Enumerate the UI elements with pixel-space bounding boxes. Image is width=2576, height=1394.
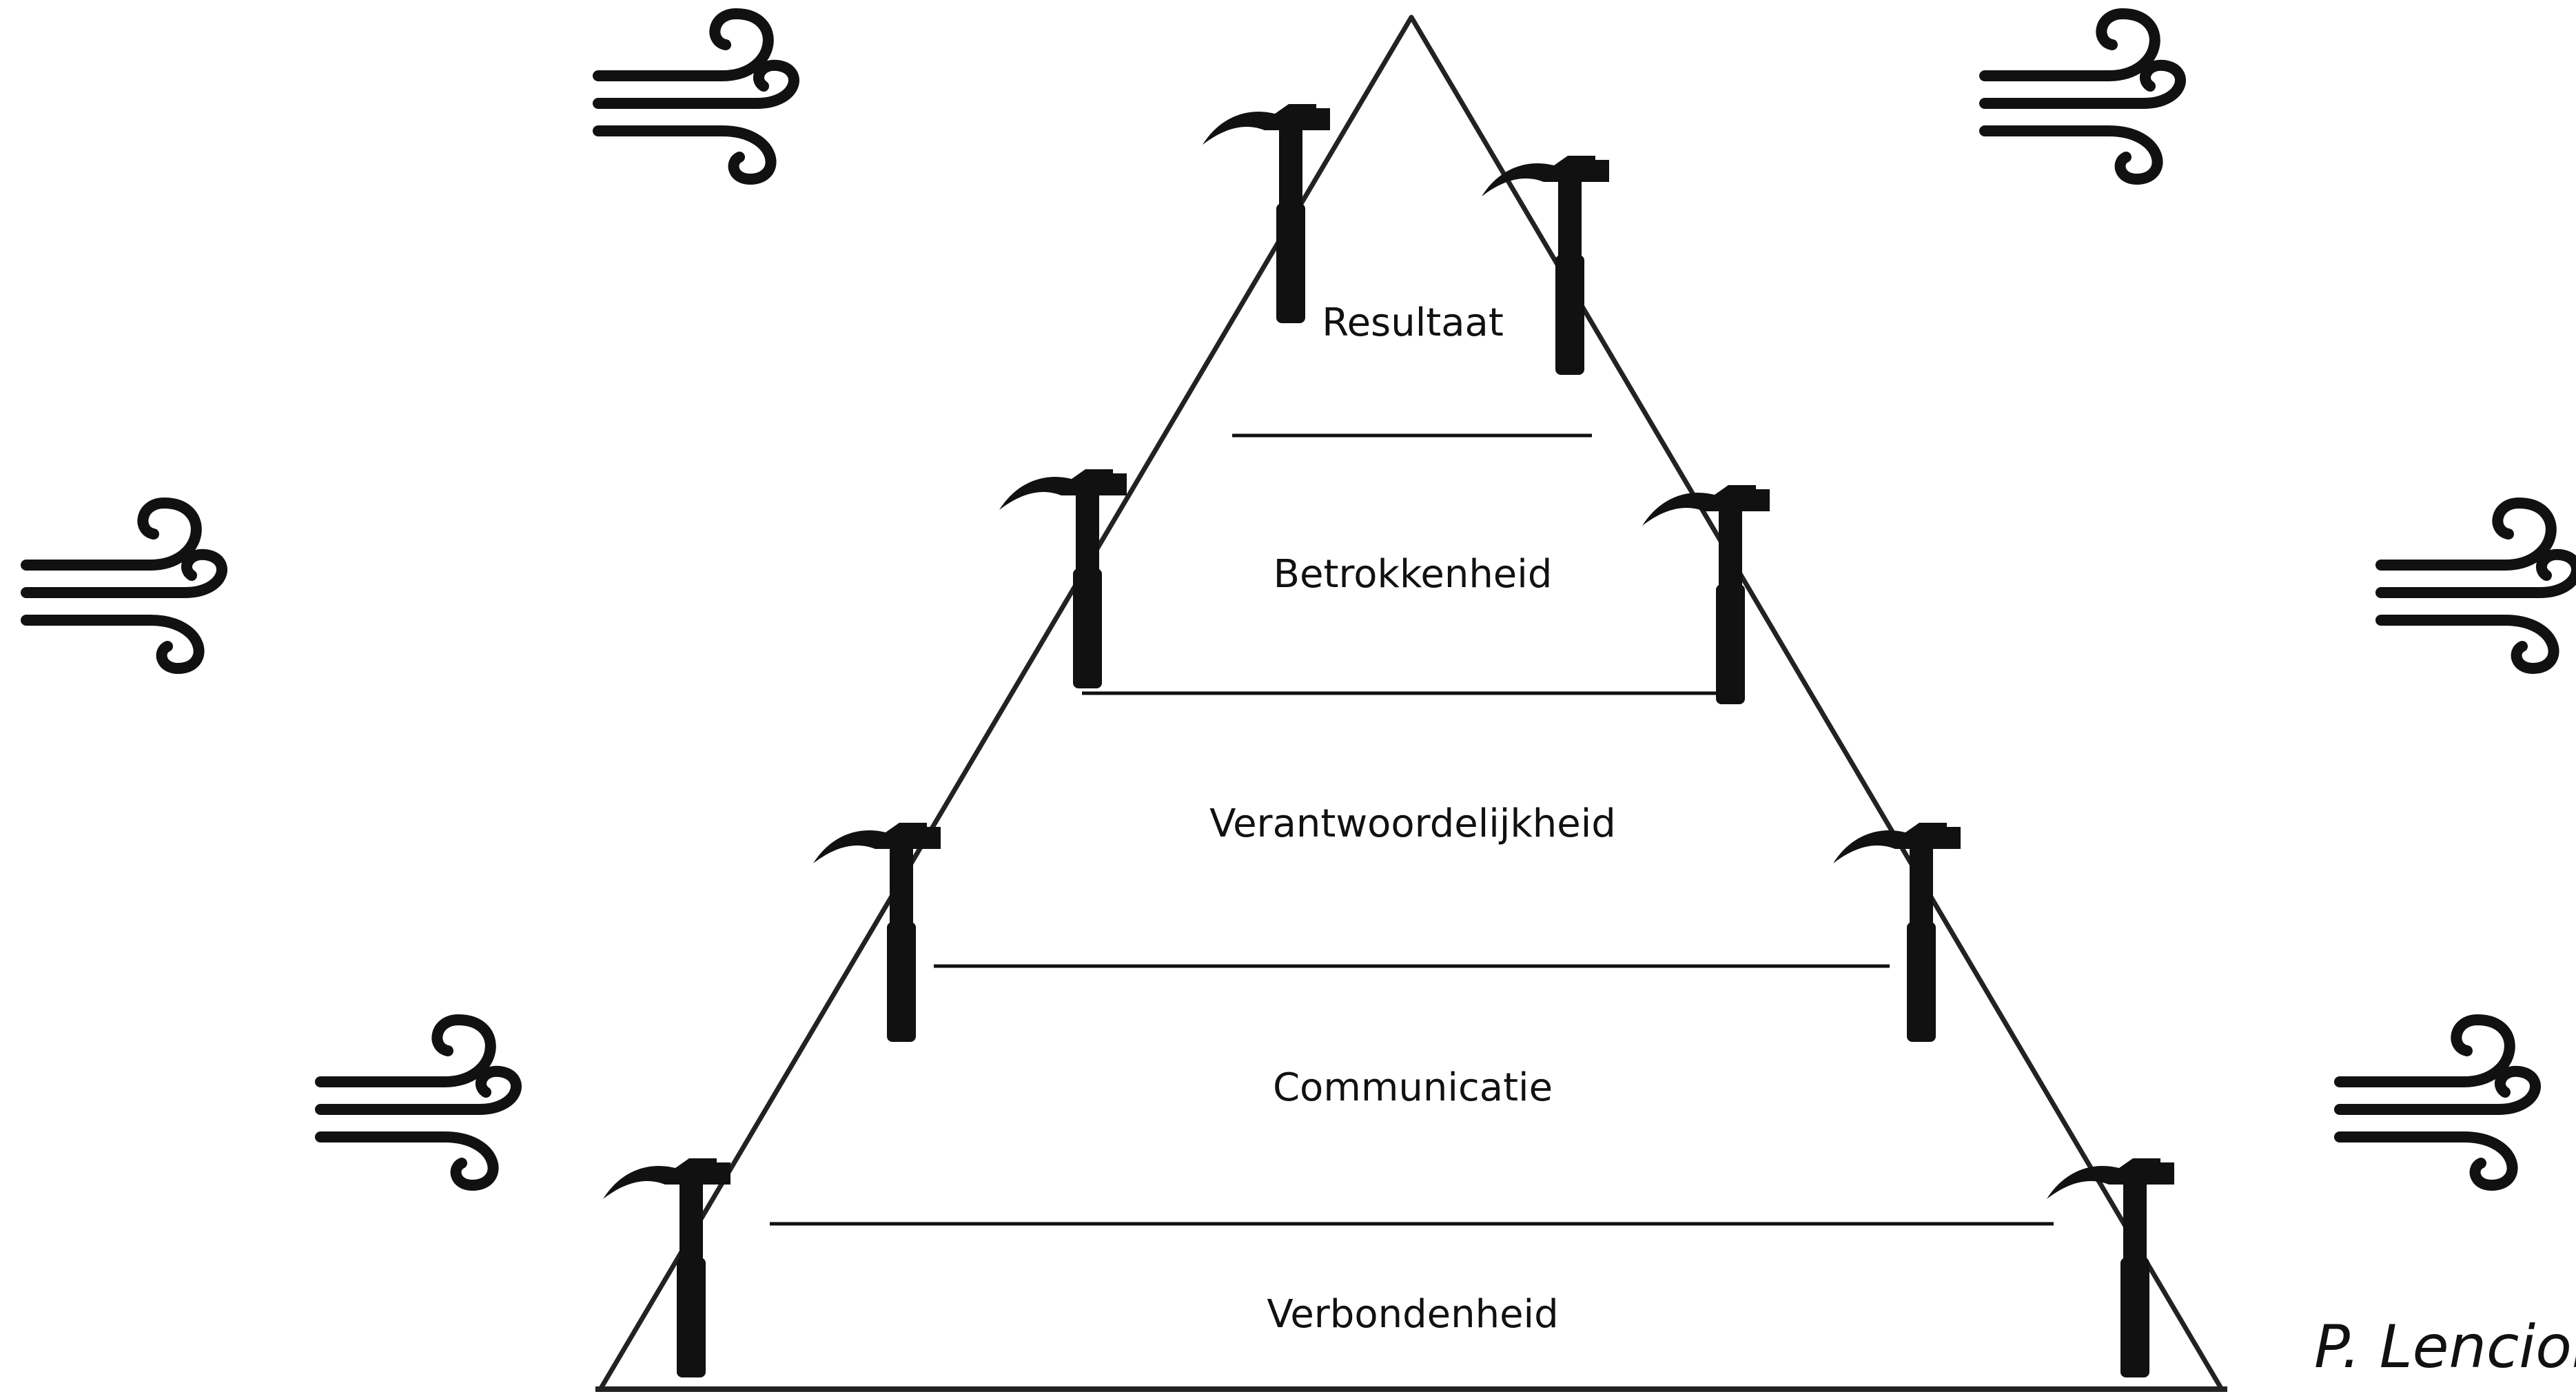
level-label-verantwoordelijkheid: Verantwoordelijkheid bbox=[1209, 801, 1616, 846]
wind-icon bbox=[320, 1020, 516, 1185]
wind-icon bbox=[2381, 503, 2576, 668]
wind-icon bbox=[2340, 1020, 2535, 1185]
hammer-icon bbox=[813, 823, 941, 1042]
level-label-communicatie: Communicatie bbox=[1272, 1065, 1553, 1110]
pyramid-outline bbox=[595, 14, 2227, 1392]
wind-icon bbox=[598, 14, 794, 179]
hammer-icon bbox=[2047, 1158, 2174, 1377]
wind-icon bbox=[26, 503, 222, 668]
level-label-resultaat: Resultaat bbox=[1322, 300, 1504, 345]
level-dividers bbox=[770, 433, 2054, 1226]
level-label-betrokkenheid: Betrokkenheid bbox=[1273, 552, 1553, 597]
hammer-icon bbox=[1833, 823, 1961, 1042]
level-label-verbondenheid: Verbondenheid bbox=[1267, 1292, 1559, 1337]
wind-icon bbox=[1985, 14, 2180, 179]
hammer-icon bbox=[603, 1158, 730, 1377]
hammer-icon bbox=[1203, 104, 1330, 323]
attribution-text: P. Lencioni bbox=[2314, 1313, 2576, 1382]
